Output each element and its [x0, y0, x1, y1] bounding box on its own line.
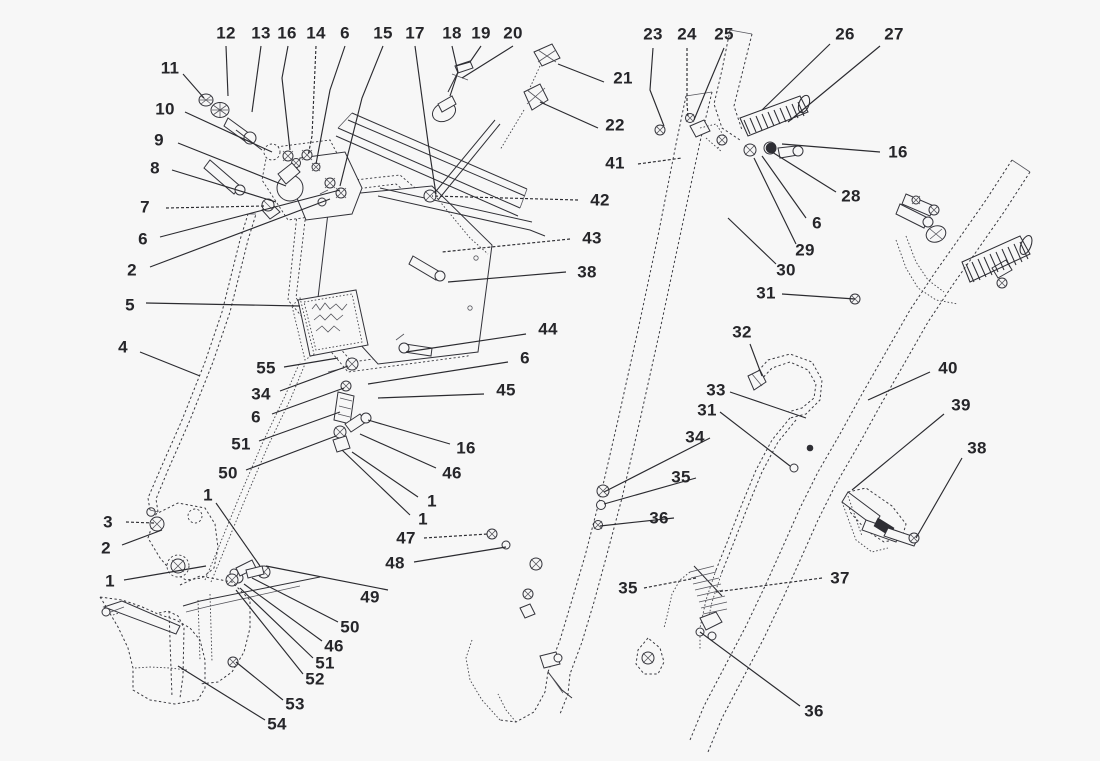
callout-number-42: 42: [590, 190, 610, 210]
callout-number-52: 52: [305, 669, 325, 689]
callout-number-35: 35: [671, 467, 691, 487]
callout-number-16: 16: [888, 142, 908, 162]
left-inner-rod: [204, 361, 306, 583]
center-grip: [739, 94, 811, 137]
callout-number-47: 47: [396, 528, 416, 548]
callout-number-55: 55: [256, 358, 276, 378]
callout-number-17: 17: [405, 23, 425, 43]
callout-number-1: 1: [418, 509, 428, 529]
callout-number-37: 37: [830, 568, 850, 588]
callout-number-43: 43: [582, 228, 602, 248]
callout-number-36: 36: [649, 508, 669, 528]
callout-number-50: 50: [340, 617, 360, 637]
callout-number-13: 13: [251, 23, 271, 43]
callout-number-34: 34: [685, 427, 705, 447]
center-handle-bar: [465, 91, 713, 723]
callout-number-38: 38: [967, 438, 987, 458]
right-handle-bar: [689, 159, 1033, 753]
right-lower-bracket: [841, 487, 920, 553]
callout-number-26: 26: [835, 24, 855, 44]
callout-number-1: 1: [105, 571, 115, 591]
callout-number-31: 31: [756, 283, 776, 303]
callout-number-28: 28: [841, 186, 861, 206]
callout-number-7: 7: [140, 197, 150, 217]
callout-number-46: 46: [324, 636, 344, 656]
top-right-small-parts: [499, 43, 561, 151]
callout-number-16: 16: [277, 23, 297, 43]
callout-number-5: 5: [125, 295, 135, 315]
callout-number-4: 4: [118, 337, 128, 357]
mid-joint-cluster: [327, 357, 372, 453]
upper-mount-plate: [261, 139, 363, 221]
callout-number-8: 8: [150, 158, 160, 178]
callout-number-6: 6: [340, 23, 350, 43]
callout-number-33: 33: [706, 380, 726, 400]
callout-number-23: 23: [643, 24, 663, 44]
lower-joint-cluster: [179, 559, 271, 685]
callout-number-11: 11: [160, 58, 180, 78]
callout-number-20: 20: [503, 23, 523, 43]
callout-number-48: 48: [385, 553, 405, 573]
callout-number-38: 38: [577, 262, 597, 282]
callout-number-21: 21: [613, 68, 633, 88]
left-pivot-bracket: [146, 502, 219, 581]
callout-number-29: 29: [795, 240, 815, 260]
callout-number-39: 39: [951, 395, 971, 415]
callout-number-45: 45: [496, 380, 516, 400]
callout-number-41: 41: [605, 153, 625, 173]
callout-number-2: 2: [127, 260, 137, 280]
leader-lines: [121, 43, 963, 721]
callout-number-49: 49: [360, 587, 380, 607]
callout-number-12: 12: [216, 23, 236, 43]
left-lower-frame: [98, 576, 321, 705]
left-lever-tube: [147, 213, 257, 513]
callout-number-34: 34: [251, 384, 271, 404]
callout-number-51: 51: [231, 434, 251, 454]
callout-number-54: 54: [267, 714, 287, 734]
callout-number-51: 51: [315, 653, 335, 673]
callout-number-40: 40: [938, 358, 958, 378]
control-panel-plate: [291, 289, 369, 361]
center-bar-top-fork: [713, 29, 811, 141]
callout-number-6: 6: [520, 348, 530, 368]
callout-number-1: 1: [427, 491, 437, 511]
callout-number-18: 18: [442, 23, 462, 43]
callout-number-6: 6: [138, 229, 148, 249]
callout-number-44: 44: [538, 319, 558, 339]
center-bar-lower-joints: [593, 293, 861, 530]
callout-number-53: 53: [285, 694, 305, 714]
callout-number-32: 32: [732, 322, 752, 342]
callout-number-15: 15: [373, 23, 393, 43]
callout-number-24: 24: [677, 24, 697, 44]
callout-number-30: 30: [776, 260, 796, 280]
callout-number-22: 22: [605, 115, 625, 135]
callout-number-10: 10: [155, 99, 175, 119]
upper-hardware: [198, 93, 275, 212]
callout-number-6: 6: [251, 407, 261, 427]
callout-number-19: 19: [471, 23, 491, 43]
callout-number-35: 35: [618, 578, 638, 598]
center-bar-upper-joint: [654, 113, 804, 159]
callout-number-50: 50: [218, 463, 238, 483]
return-spring: [635, 565, 728, 675]
callout-number-27: 27: [884, 24, 904, 44]
callout-number-46: 46: [442, 463, 462, 483]
callout-number-1: 1: [203, 485, 213, 505]
right-grip: [961, 235, 1033, 283]
upper-diagonal-rods: [335, 112, 546, 237]
callout-number-25: 25: [714, 24, 734, 44]
callout-number-16: 16: [456, 438, 476, 458]
callout-number-14: 14: [306, 23, 326, 43]
callout-number-31: 31: [697, 400, 717, 420]
callout-number-6: 6: [812, 213, 822, 233]
callout-number-9: 9: [154, 130, 164, 150]
callout-number-3: 3: [103, 512, 113, 532]
callout-number-2: 2: [101, 538, 111, 558]
callout-number-36: 36: [804, 701, 824, 721]
